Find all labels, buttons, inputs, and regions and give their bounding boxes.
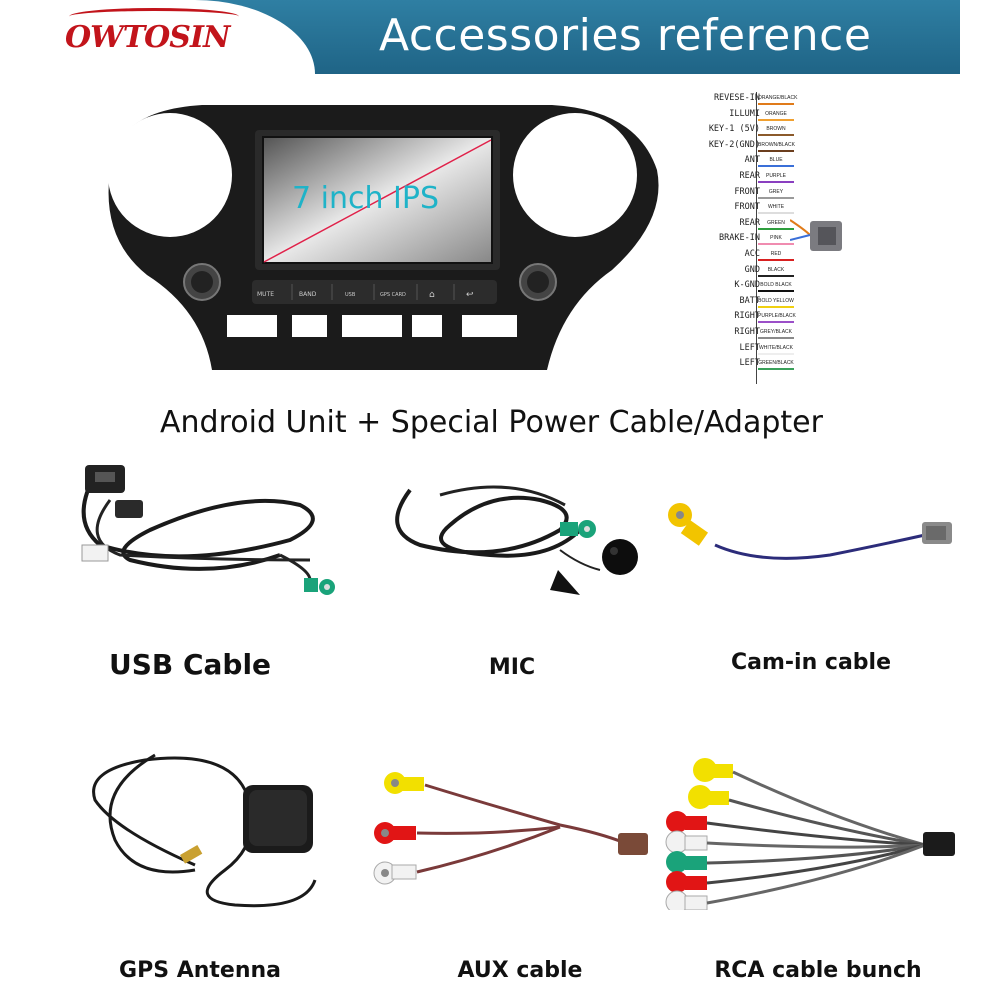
svg-text:USB: USB bbox=[345, 292, 356, 298]
wire-pin-label: LEFT bbox=[739, 342, 760, 353]
wiring-frame bbox=[756, 92, 797, 384]
wire-color-label: BROWN bbox=[766, 126, 786, 133]
wire-line bbox=[758, 134, 794, 137]
mic-image bbox=[395, 485, 601, 595]
wire-color-label: GREEN bbox=[767, 219, 785, 226]
wire-pin-label: RIGHT bbox=[734, 311, 760, 322]
wire-color-label: BOLD YELLOW bbox=[758, 297, 794, 304]
banner-title: Accessories reference bbox=[379, 10, 872, 61]
wire-line bbox=[758, 118, 794, 121]
aux-caption: AUX cable bbox=[457, 958, 583, 983]
wiring-connector bbox=[790, 219, 842, 251]
wire-color-label: GREY/BLACK bbox=[760, 329, 792, 335]
wire-pin-label: KEY-1 (5V) bbox=[708, 124, 760, 135]
wire-color-label: PINK bbox=[770, 235, 782, 242]
logo-swoosh bbox=[69, 8, 239, 25]
wire-pin-label: REAR bbox=[739, 217, 760, 228]
wire-color-label: PURPLE bbox=[765, 173, 786, 179]
wire-line bbox=[758, 212, 794, 215]
wire-pin-label: FRONT bbox=[734, 186, 760, 197]
gps-antenna-image bbox=[92, 753, 317, 908]
wire-pin-label: KEY-2(GND) bbox=[708, 139, 760, 150]
wire-line bbox=[758, 196, 794, 199]
wire-pin-label: BRAKE-IN bbox=[719, 233, 760, 244]
wire-pin-label: ACC bbox=[744, 249, 760, 259]
wire-line bbox=[758, 227, 794, 230]
wire-color-label: ORANGE bbox=[765, 110, 787, 117]
wire-pin-label: K-GND bbox=[734, 280, 760, 291]
mic-caption: MIC bbox=[488, 655, 536, 680]
logo-text: OWTOSIN bbox=[65, 20, 230, 55]
svg-text:⌂: ⌂ bbox=[429, 290, 435, 300]
wire-pin-label: GND bbox=[744, 264, 760, 275]
cam-in-caption: Cam-in cable bbox=[730, 650, 892, 675]
wire-color-label: BLACK bbox=[767, 266, 785, 273]
cam-in-cable-image bbox=[668, 503, 952, 560]
wire-color-label: RED bbox=[770, 251, 782, 257]
android-head-unit: 7 inch IPS MUTE BAND USB GPS CARD ⌂ ↩ bbox=[108, 105, 659, 370]
main-caption: Android Unit + Special Power Cable/Adapt… bbox=[160, 405, 823, 440]
svg-text:BAND: BAND bbox=[299, 291, 317, 298]
wire-line bbox=[758, 368, 794, 371]
screen-label: 7 inch IPS bbox=[292, 181, 439, 216]
wire-color-label: GREEN/BLACK bbox=[758, 360, 794, 367]
svg-text:MUTE: MUTE bbox=[257, 291, 274, 298]
wire-pin-label: ANT bbox=[744, 155, 760, 166]
wire-color-label: ORANGE/BLACK bbox=[758, 95, 798, 101]
wire-pin-label: LEFT bbox=[739, 358, 760, 369]
svg-text:↩: ↩ bbox=[466, 290, 474, 300]
header-banner: OWTOSIN Accessories reference bbox=[55, 0, 960, 74]
wire-pin-label: FRONT bbox=[734, 202, 760, 213]
wire-line bbox=[758, 274, 794, 277]
wire-pin-label: REAR bbox=[739, 171, 760, 181]
wire-line bbox=[758, 337, 794, 339]
gps-caption: GPS Antenna bbox=[119, 958, 281, 983]
wire-color-label: BOLD BLACK bbox=[760, 282, 792, 289]
wire-line bbox=[758, 165, 794, 168]
wire-line bbox=[758, 259, 794, 261]
wire-color-label: BLUE bbox=[769, 157, 783, 164]
wire-color-label: WHITE bbox=[767, 204, 785, 211]
usb-cable-image bbox=[81, 465, 335, 595]
wire-pin-label: ILLUMI bbox=[729, 108, 760, 119]
wire-line bbox=[758, 352, 794, 355]
usb-caption: USB Cable bbox=[108, 648, 272, 681]
wire-color-label: GREY bbox=[768, 188, 784, 195]
wire-line bbox=[758, 243, 794, 246]
wire-line bbox=[758, 149, 794, 152]
wire-line bbox=[758, 321, 794, 324]
svg-text:GPS CARD: GPS CARD bbox=[380, 292, 406, 298]
wire-line bbox=[758, 181, 794, 183]
mic-head bbox=[602, 539, 638, 575]
wire-line bbox=[758, 305, 794, 308]
wire-color-label: BROWN/BLACK bbox=[758, 141, 795, 148]
wire-line bbox=[758, 290, 794, 293]
wire-line bbox=[758, 103, 794, 105]
rca-caption: RCA cable bunch bbox=[714, 958, 922, 983]
rca-cable-bunch-image bbox=[665, 758, 955, 910]
wire-color-label: PURPLE/BLACK bbox=[758, 313, 796, 320]
wire-pin-label: BATT bbox=[739, 295, 760, 306]
wire-pin-label: RIGHT bbox=[734, 327, 760, 337]
aux-cable-image bbox=[373, 772, 648, 885]
wire-color-label: WHITE/BLACK bbox=[759, 344, 793, 351]
wire-pin-label: REVESE-IN bbox=[713, 93, 760, 103]
brand-logo: OWTOSIN bbox=[55, 0, 315, 74]
